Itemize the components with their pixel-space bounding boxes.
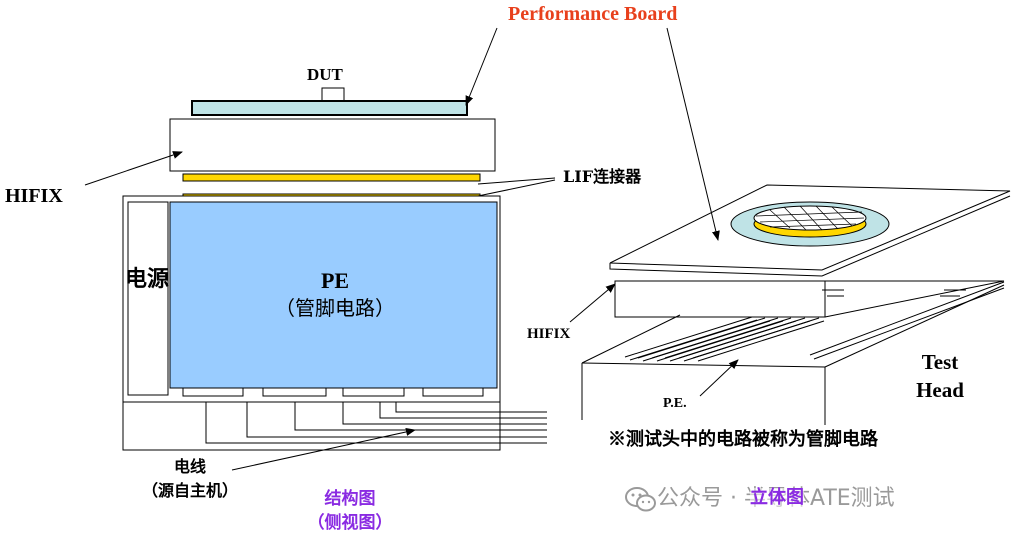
pe-label-right: P.E. [663,396,687,411]
hifix-block-side [169,118,496,172]
pointer-pe-right [699,359,739,397]
power-supply-box [127,201,169,396]
wafer-grid [753,205,867,231]
wechat-icon [625,487,656,512]
lif-connector-upper [182,173,481,182]
3d-view-caption: 立体图 [750,487,804,509]
hifix-label-left: HIFIX [5,185,63,207]
pointer-hifix-left [84,151,183,186]
side-view-caption: 结构图 [324,489,376,509]
pe-tab [262,387,327,397]
dut-chip [321,87,345,102]
pointer-hifix-right [569,283,616,323]
dut-label: DUT [307,65,343,84]
pointer-performance-board [465,27,498,106]
performance-board-label: Performance Board [508,3,678,25]
power-supply-label: 电源 [124,266,169,292]
pointer-lif-lower [477,179,556,197]
host-cables [205,402,547,444]
test-head-3d [581,362,826,425]
pe-board [169,201,498,389]
wafer-grid-lines [755,205,865,231]
wire-sublabel: （源自主机） [141,481,238,500]
pointer-wire [231,428,416,471]
pe-label: PE [320,268,350,293]
note-text: ※测试头中的电路被称为管脚电路 [608,429,878,450]
pe-tab [342,387,405,397]
side-view-subcaption: （侧视图） [307,513,393,533]
lif-connector-label: LIF连接器 [563,167,642,186]
pointer-lif-upper [477,177,556,185]
pe-tab [422,387,484,397]
performance-board-side [191,100,468,116]
pointer-performance-board-3d [666,27,720,241]
hifix-label-right: HIFIX [527,326,571,342]
pe-card-slots [624,281,1005,362]
pe-tab [182,387,244,397]
hifix-block-3d [614,280,826,318]
test-head-label: Test Head [916,350,964,402]
pe-sublabel: （管脚电路） [275,296,395,320]
wire-label: 电线 [173,457,206,476]
